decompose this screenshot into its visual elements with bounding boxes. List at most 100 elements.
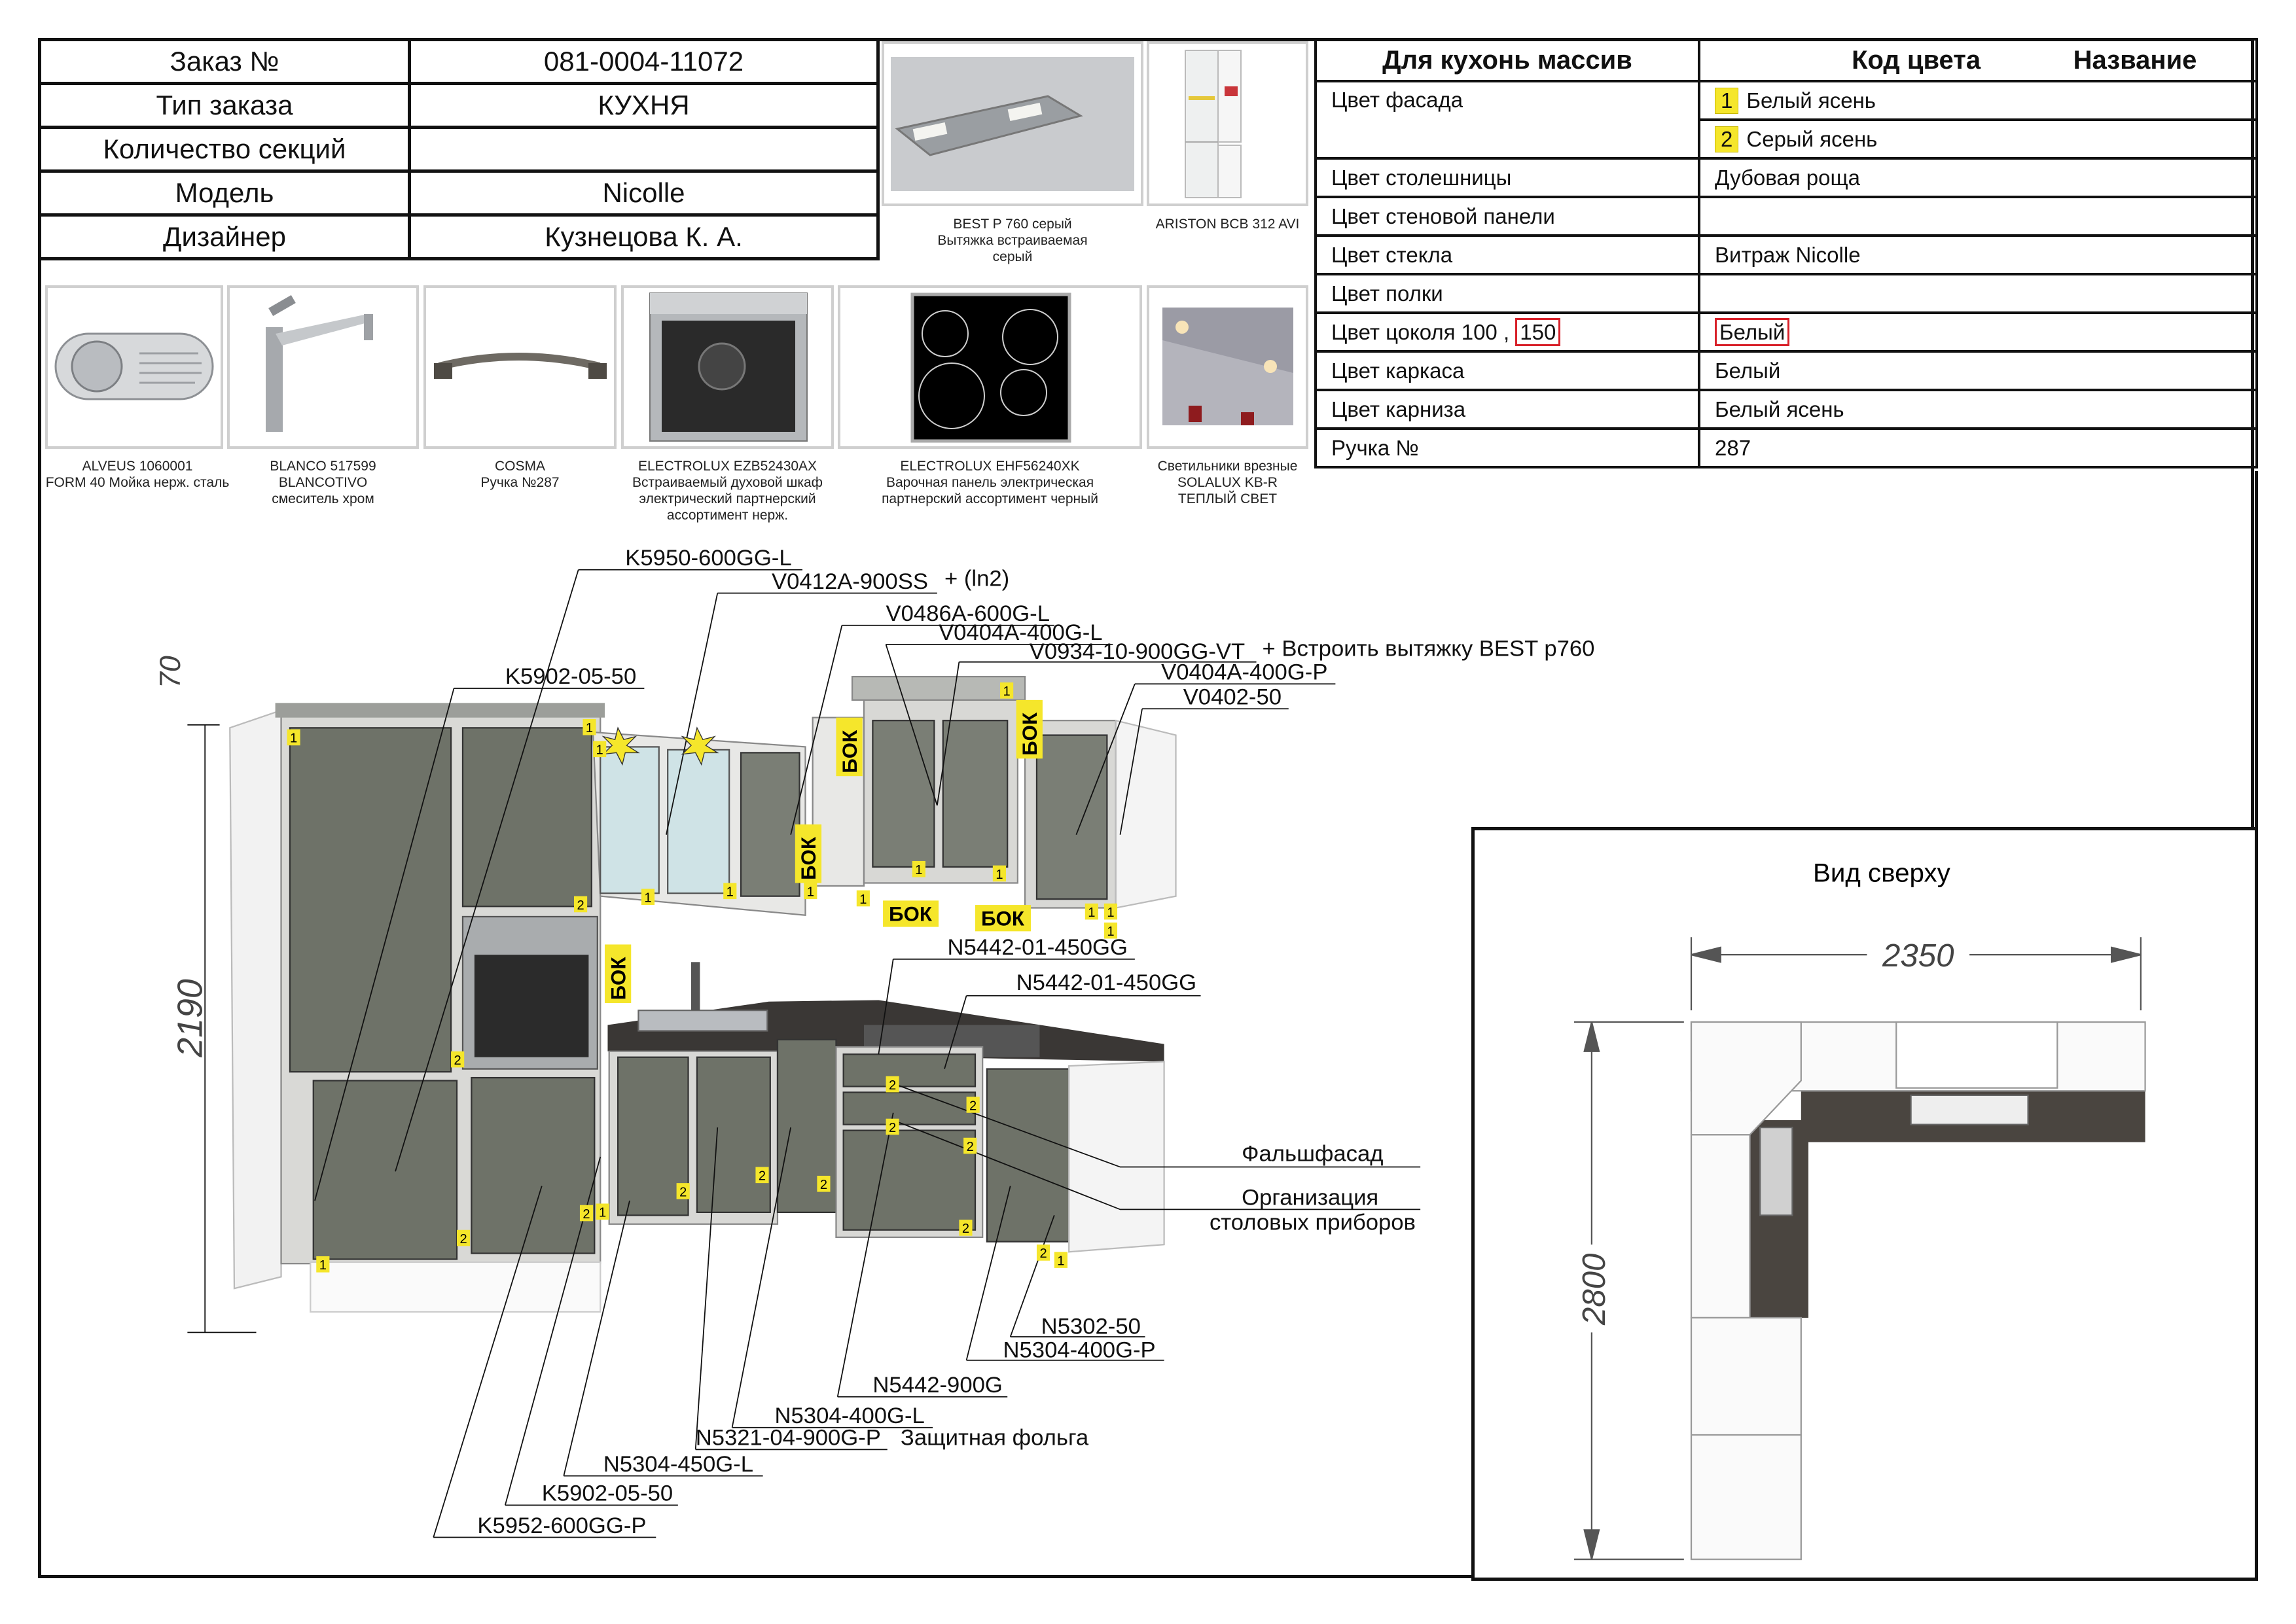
caption-line: Светильники врезные	[1157, 459, 1298, 474]
leader-lines	[187, 569, 1421, 1538]
badge-box	[457, 1229, 471, 1246]
badge-box	[723, 883, 737, 900]
badge-box	[596, 1203, 609, 1220]
badge-box	[579, 1205, 594, 1222]
color-badge: 1	[807, 885, 814, 900]
spec-label: Цвет карниза	[1314, 389, 1700, 430]
faucet-caption: BLANCO 517599 BLANCOTIVO смеситель хром	[227, 458, 419, 507]
label-n5304l: N5304-400G-L	[775, 1403, 925, 1428]
badge-box	[316, 1256, 330, 1273]
color-badge: 2	[459, 1232, 467, 1246]
header-name: Название	[2073, 45, 2197, 75]
spec-value: Дубовая роща	[1698, 157, 2258, 198]
light-icon	[681, 726, 719, 766]
spec-value: Витраж Nicolle	[1698, 234, 2258, 275]
spec-label: Цвет стекла	[1314, 234, 1700, 275]
caption-line: ELECTROLUX EZB52430AX	[637, 459, 817, 474]
hood-illustration	[891, 57, 1134, 191]
specs-row: Цвет цоколя 100 , 150 Белый	[1314, 311, 2258, 353]
label-n5442-900: N5442-900G	[872, 1373, 1002, 1398]
label-k5902-top: K5902-05-50	[505, 664, 636, 689]
caption-line: Ручка №287	[480, 475, 560, 490]
label-v0412-note: + (ln2)	[944, 566, 1009, 591]
hood-image	[882, 41, 1143, 206]
sink-illustration	[54, 332, 214, 400]
spec-label: Цвет стеновой панели	[1314, 196, 1700, 237]
color-badge: 2	[759, 1169, 766, 1184]
order-row: Количество секций	[38, 126, 880, 173]
tall-cabinet	[229, 703, 605, 1313]
color-specs-table: Для кухонь массив Код цвета Название Цвет…	[1314, 38, 2258, 468]
color-name: Серый ясень	[1746, 126, 1878, 151]
caption-line: BEST P 760 серый	[953, 217, 1072, 232]
fridge-caption: ARISTON BCB 312 AVI	[1147, 216, 1308, 232]
order-label: Заказ №	[38, 38, 411, 85]
order-label: Дизайнер	[38, 213, 411, 260]
spotlights-caption: Светильники врезные SOLALUX KB-R ТЕПЛЫЙ …	[1147, 458, 1308, 507]
spec-value	[1698, 273, 2258, 314]
order-label: Количество секций	[38, 126, 411, 173]
label-k5902-bottom: K5902-05-50	[542, 1481, 673, 1506]
caption-line: Вытяжка встраиваемая	[937, 233, 1088, 248]
tall-top-door	[461, 727, 592, 908]
badge-box	[574, 896, 588, 913]
spotlights-image	[1147, 285, 1308, 449]
handle-image	[423, 285, 617, 449]
side-label: БОК	[981, 907, 1025, 930]
fridge-illustration	[1185, 50, 1242, 198]
color-badge: 1	[1057, 1254, 1064, 1268]
label-organization-2: столовых приборов	[1210, 1210, 1416, 1235]
specs-header: Для кухонь массив Код цвета Название	[1314, 38, 2258, 82]
caption-line: COSMA	[494, 459, 545, 474]
side-labels: БОК БОК БОК БОК БОК БОК	[604, 699, 1043, 1003]
caption-line: BLANCOTIVO	[278, 475, 368, 490]
specs-header-title: Для кухонь массив	[1314, 38, 1700, 82]
color-badge: 1	[290, 732, 297, 746]
handle-caption: COSMA Ручка №287	[423, 458, 617, 491]
spec-value: Белый ясень	[1698, 389, 2258, 430]
color-badge: 2	[967, 1140, 974, 1154]
wall-cabinets	[592, 675, 1177, 916]
top-view-plan: Вид сверху 2350 2800	[1574, 858, 2146, 1561]
right-border-line	[2255, 471, 2258, 828]
spec-label: Цвет полки	[1314, 273, 1700, 314]
header-color-code: Код цвета	[1852, 45, 1981, 75]
hob-image	[838, 285, 1142, 449]
badge-box	[1085, 903, 1098, 920]
hob-caption: ELECTROLUX EHF56240XK Варочная панель эл…	[838, 458, 1142, 507]
order-value: Кузнецова К. А.	[408, 213, 880, 260]
caption-line: FORM 40 Мойка нерж. сталь	[45, 475, 230, 490]
top-view-depth: 2800	[1576, 1254, 1612, 1326]
color-badge: 2	[889, 1078, 896, 1093]
spec-label: Цвет каркаса	[1314, 350, 1700, 391]
label-falshfasad: Фальшфасад	[1242, 1142, 1383, 1167]
side-label: БОК	[797, 836, 820, 880]
label-v0404l: V0404A-400G-L	[939, 620, 1102, 645]
tall-lower-door-left	[312, 1080, 458, 1260]
spotlights-illustration	[1162, 308, 1293, 425]
tall-upper-door	[289, 727, 452, 1073]
label-organization-1: Организация	[1242, 1186, 1378, 1210]
label-k5952: K5952-600GG-P	[477, 1513, 646, 1538]
label-n5442-a: N5442-01-450GG	[947, 935, 1128, 960]
color-badge: 2	[679, 1185, 687, 1199]
label-n5321: N5321-04-900G-P	[696, 1426, 881, 1451]
order-value: Nicolle	[408, 169, 880, 217]
hood-caption: BEST P 760 серый Вытяжка встраиваемая се…	[882, 216, 1143, 265]
badge-box	[287, 729, 300, 746]
caption-line: ELECTROLUX EHF56240XK	[900, 459, 1080, 474]
spec-label: Ручка №	[1314, 427, 1700, 468]
side-label: БОК	[838, 730, 861, 773]
order-value: 081-0004-11072	[408, 38, 880, 85]
color-badge: 1	[726, 885, 734, 900]
color-badge: 1	[596, 743, 603, 758]
color-badge: 1	[996, 868, 1003, 882]
badge-box	[451, 1051, 465, 1068]
